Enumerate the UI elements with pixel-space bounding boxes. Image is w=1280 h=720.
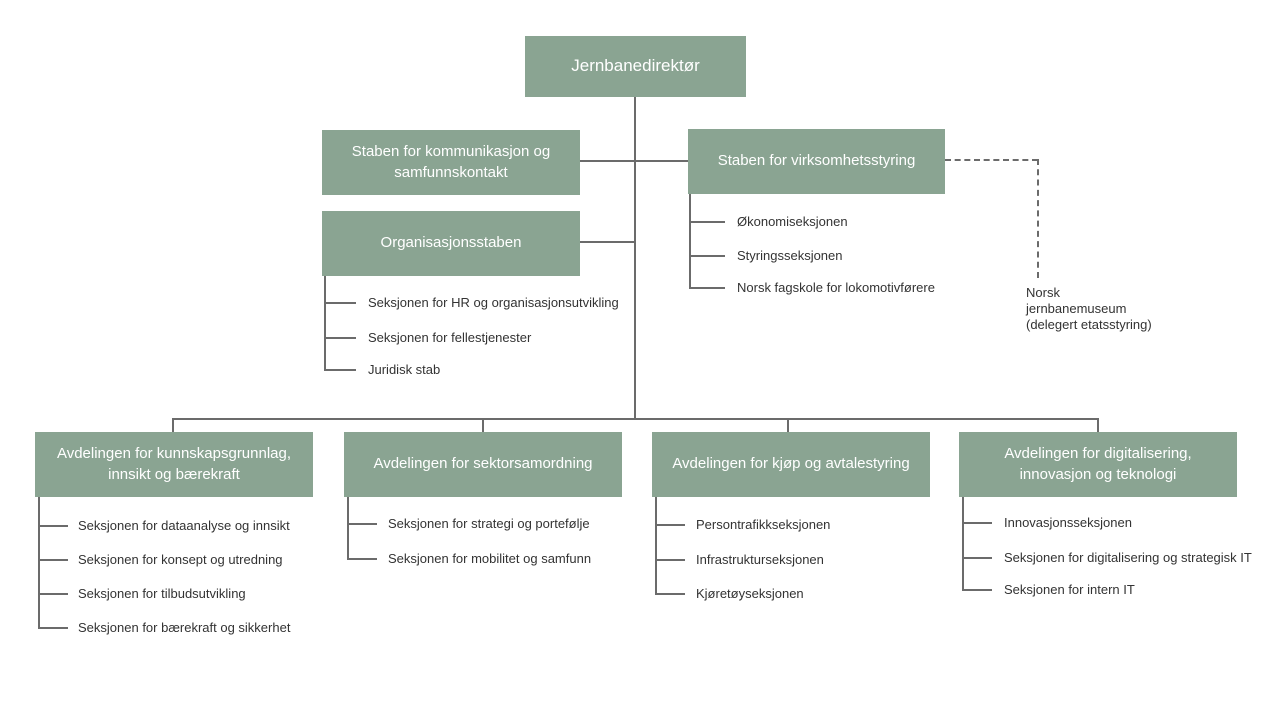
note-line: Norsk — [1026, 285, 1060, 300]
section-strategi-portefolje: Seksjonen for strategi og portefølje — [388, 516, 590, 531]
section-styringsseksjonen: Styringsseksjonen — [737, 248, 843, 263]
box-jernbanedirektor: Jernbanedirektør — [525, 36, 746, 97]
connector-dept2-child-stub — [347, 558, 377, 560]
box-avdeling-kunnskapsgrunnlag: Avdelingen for kunnskapsgrunnlag, innsik… — [35, 432, 313, 497]
connector-root-trunk — [634, 97, 636, 419]
connector-dept-drop — [787, 418, 789, 432]
section-norsk-fagskole: Norsk fagskole for lokomotivførere — [737, 280, 935, 295]
section-digitalisering-strategisk-it: Seksjonen for digitalisering og strategi… — [1004, 550, 1252, 565]
connector-virk-child-stub — [689, 287, 725, 289]
connector-dept1-children-spine — [38, 497, 40, 627]
note-norsk-jernbanemuseum: Norsk jernbanemuseum (delegert etatsstyr… — [1026, 285, 1152, 333]
connector-dept1-child-stub — [38, 525, 68, 527]
section-okonomiseksjonen: Økonomiseksjonen — [737, 214, 848, 229]
connector-dept1-child-stub — [38, 559, 68, 561]
connector-museum-dashed-v — [1037, 159, 1039, 278]
box-organisasjonsstaben: Organisasjonsstaben — [322, 211, 580, 276]
connector-dept-drop — [172, 418, 174, 432]
note-line: jernbanemuseum — [1026, 301, 1127, 316]
connector-org-child-stub — [324, 337, 356, 339]
box-avdeling-sektorsamordning: Avdelingen for sektorsamordning — [344, 432, 622, 497]
connector-museum-dashed-h — [945, 159, 1038, 161]
connector-org-children-spine — [324, 276, 326, 371]
connector-dept3-child-stub — [655, 524, 685, 526]
connector-dept2-children-spine — [347, 497, 349, 558]
section-juridisk-stab: Juridisk stab — [368, 362, 441, 377]
connector-dept3-child-stub — [655, 593, 685, 595]
connector-virk-child-stub — [689, 221, 725, 223]
connector-dept4-child-stub — [962, 557, 992, 559]
connector-org-child-stub — [324, 369, 356, 371]
section-intern-it: Seksjonen for intern IT — [1004, 582, 1135, 597]
section-dataanalyse-innsikt: Seksjonen for dataanalyse og innsikt — [78, 518, 290, 533]
connector-dept2-child-stub — [347, 523, 377, 525]
connector-dept4-child-stub — [962, 522, 992, 524]
note-line: (delegert etatsstyring) — [1026, 317, 1152, 332]
connector-department-bus — [172, 418, 1099, 420]
connector-dept1-child-stub — [38, 627, 68, 629]
connector-org-staff — [580, 241, 636, 243]
section-hr-organisasjonsutvikling: Seksjonen for HR og organisasjonsutvikli… — [368, 295, 619, 310]
connector-dept3-children-spine — [655, 497, 657, 593]
connector-dept-drop — [1097, 418, 1099, 432]
box-avdeling-kjop-avtalestyring: Avdelingen for kjøp og avtalestyring — [652, 432, 930, 497]
section-fellestjenester: Seksjonen for fellestjenester — [368, 330, 532, 345]
connector-virk-children-spine — [689, 194, 691, 289]
section-tilbudsutvikling: Seksjonen for tilbudsutvikling — [78, 586, 246, 601]
box-avdeling-digitalisering: Avdelingen for digitalisering, innovasjo… — [959, 432, 1237, 497]
connector-dept-drop — [482, 418, 484, 432]
connector-dept4-child-stub — [962, 589, 992, 591]
section-infrastruktur: Infrastrukturseksjonen — [696, 552, 824, 567]
section-persontrafikk: Persontrafikkseksjonen — [696, 517, 831, 532]
connector-staff-row — [580, 160, 688, 162]
connector-dept1-child-stub — [38, 593, 68, 595]
section-konsept-utredning: Seksjonen for konsept og utredning — [78, 552, 283, 567]
section-baerekraft-sikkerhet: Seksjonen for bærekraft og sikkerhet — [78, 620, 291, 635]
connector-dept4-children-spine — [962, 497, 964, 589]
box-staben-virksomhetsstyring: Staben for virksomhetsstyring — [688, 129, 945, 194]
connector-dept3-child-stub — [655, 559, 685, 561]
section-kjoretoy: Kjøretøyseksjonen — [696, 586, 804, 601]
connector-virk-child-stub — [689, 255, 725, 257]
box-staben-kommunikasjon: Staben for kommunikasjon og samfunnskont… — [322, 130, 580, 195]
connector-org-child-stub — [324, 302, 356, 304]
section-mobilitet-samfunn: Seksjonen for mobilitet og samfunn — [388, 551, 592, 566]
section-innovasjon: Innovasjonsseksjonen — [1004, 515, 1132, 530]
